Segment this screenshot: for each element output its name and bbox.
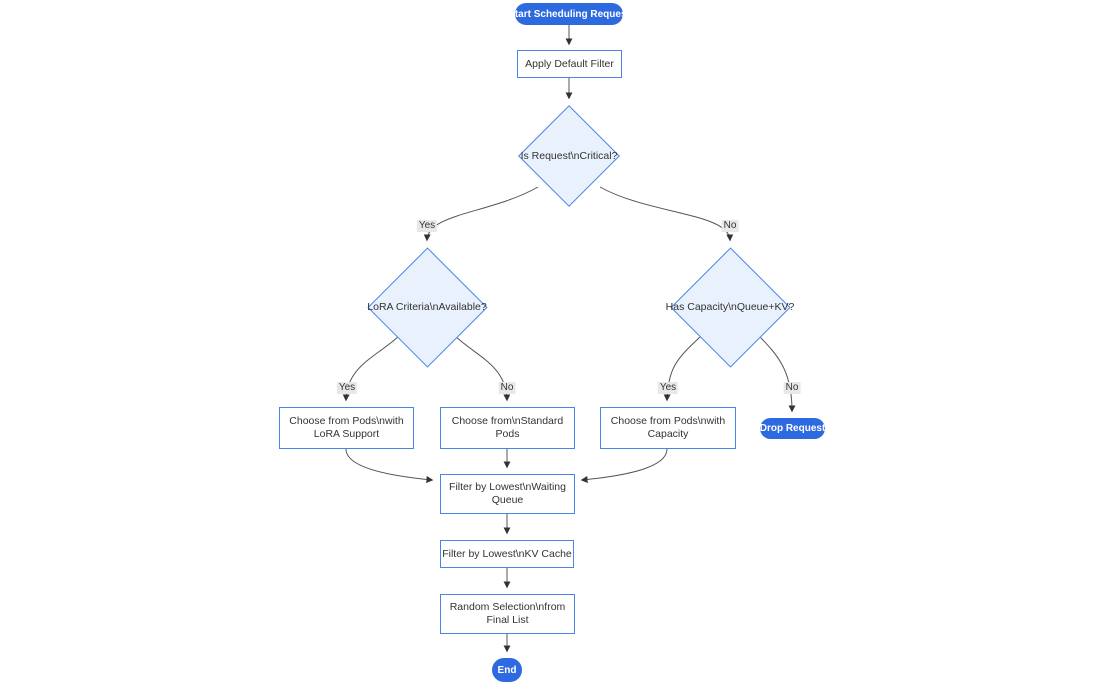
edge-label-capacity-yes: Yes — [657, 382, 679, 394]
node-label-line: Random Selection\nfrom — [449, 601, 566, 613]
edge-critical-yes — [423, 186, 539, 242]
node-label-line: Choose from Pods\nwith — [610, 415, 726, 427]
node-drop-request: Drop Request — [760, 418, 825, 439]
node-start: Start Scheduling Request — [508, 3, 630, 25]
edge-label-critical-yes: Yes — [416, 220, 438, 232]
edge-label-lora-no: No — [498, 382, 516, 394]
edge-critical-no — [599, 186, 734, 242]
edge-label-critical-no: No — [721, 220, 739, 232]
edge-label-capacity-no: No — [783, 382, 801, 394]
node-apply-default-filter: Apply Default Filter — [517, 50, 622, 78]
node-label-line: Filter by Lowest\nWaiting — [449, 481, 566, 493]
node-label-line: Capacity — [647, 428, 689, 440]
node-choose-capacity-pods: Choose from Pods\nwith Capacity — [600, 407, 736, 449]
node-label-line: Queue — [491, 494, 524, 506]
node-label-line: Pods — [495, 428, 520, 440]
edge-capacity-no — [757, 334, 796, 413]
node-random-selection: Random Selection\nfrom Final List — [440, 594, 575, 634]
node-label-line: Final List — [486, 614, 529, 626]
node-label-line: LoRA Support — [313, 428, 380, 440]
node-choose-standard-pods: Choose from\nStandard Pods — [440, 407, 575, 449]
node-filter-waiting-queue: Filter by Lowest\nWaiting Queue — [440, 474, 575, 514]
node-end: End — [492, 658, 522, 682]
node-choose-lora-pods: Choose from Pods\nwith LoRA Support — [279, 407, 414, 449]
node-filter-kv-cache: Filter by Lowest\nKV Cache — [440, 540, 574, 568]
node-label-line: Choose from Pods\nwith — [289, 415, 404, 427]
diamond-label: Has Capacity\nQueue+KV? — [665, 301, 795, 313]
diamond-label: Is Request\nCritical? — [520, 150, 618, 162]
diamond-label: LoRA Criteria\nAvailable? — [367, 301, 487, 313]
edge-label-lora-yes: Yes — [336, 382, 358, 394]
node-label-line: Choose from\nStandard — [451, 415, 564, 427]
edge-chooselora-filter — [345, 448, 434, 483]
edge-choosecap-filter — [580, 448, 668, 483]
